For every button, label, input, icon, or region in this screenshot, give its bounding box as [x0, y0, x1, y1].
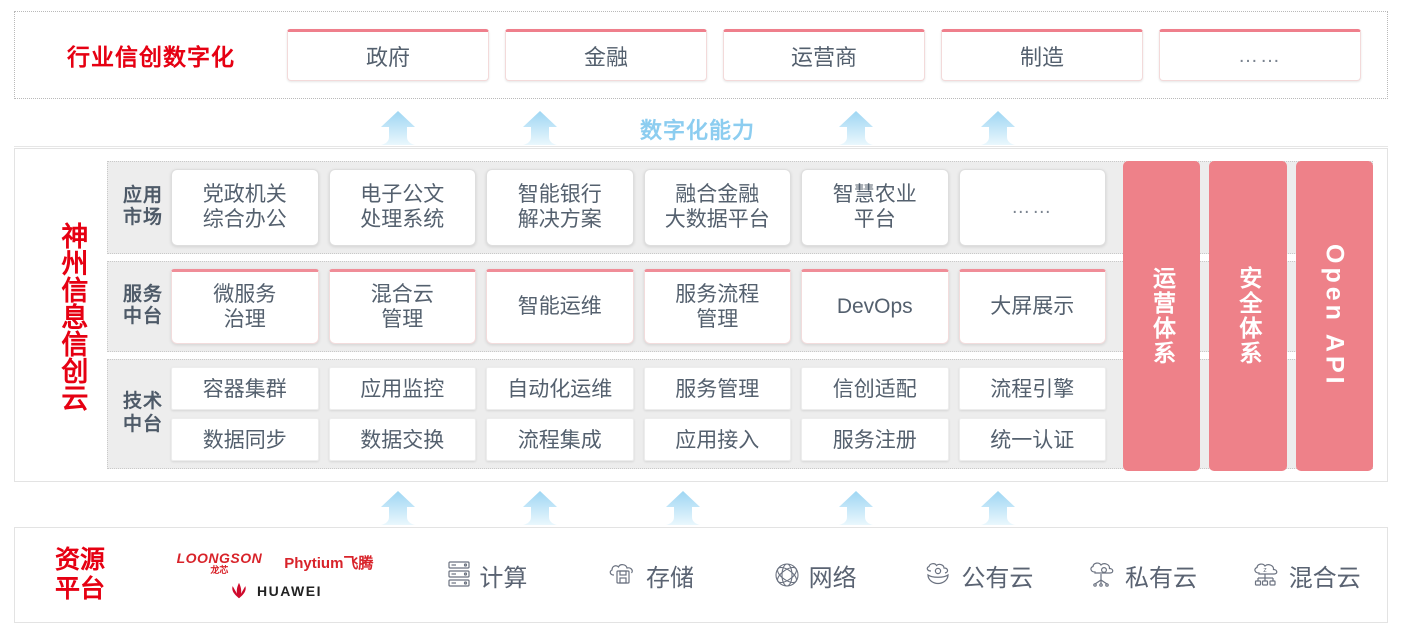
network-icon: [772, 560, 802, 590]
industry-box-list: 政府 金融 运营商 制造 ……: [287, 29, 1387, 81]
resource-item-storage[interactable]: 存储: [569, 558, 733, 593]
cell-service-registry[interactable]: 服务注册: [801, 417, 949, 461]
huawei-logo-text: HUAWEI: [257, 582, 322, 599]
cell-smart-agriculture-platform[interactable]: 智慧农业平台: [801, 169, 949, 246]
cloud-storage-icon: [607, 561, 639, 589]
resource-item-label: 公有云: [961, 564, 1034, 592]
capability-arrow-2: [517, 110, 563, 146]
capability-divider: [14, 146, 1388, 147]
cell-automated-ops[interactable]: 自动化运维: [486, 366, 634, 410]
capability-arrow-1: [375, 110, 421, 146]
cell-microservice-governance[interactable]: 微服务治理: [171, 268, 319, 344]
capability-arrow-3: [833, 110, 879, 146]
resource-item-compute[interactable]: 计算: [405, 558, 569, 593]
cell-process-engine[interactable]: 流程引擎: [958, 366, 1106, 410]
server-icon: [446, 560, 472, 590]
public-cloud-icon: [922, 562, 954, 588]
resource-item-public-cloud[interactable]: 公有云: [896, 558, 1060, 593]
industry-box-finance[interactable]: 金融: [505, 29, 707, 81]
cell-data-sync[interactable]: 数据同步: [171, 417, 319, 461]
cell-unified-authentication[interactable]: 统一认证: [958, 417, 1106, 461]
cell-intelligent-ops[interactable]: 智能运维: [486, 268, 634, 344]
capability-arrow-4: [975, 110, 1021, 146]
hybrid-cloud-icon: z: [1250, 561, 1282, 589]
phytium-logo: Phytium飞腾: [284, 555, 374, 572]
cell-smart-bank-solution[interactable]: 智能银行解决方案: [486, 169, 634, 246]
industry-box-manufacturing[interactable]: 制造: [941, 29, 1143, 81]
band-label-service-platform: 服务中台: [122, 283, 163, 328]
resource-panel-title: 资源平台: [54, 546, 105, 603]
resource-item-hybrid-cloud[interactable]: z 混合云: [1223, 558, 1387, 593]
technology-row-1: 容器集群 应用监控 自动化运维 服务管理 信创适配 流程引擎: [171, 366, 1106, 410]
resource-arrow-3: [660, 490, 706, 526]
resource-item-private-cloud[interactable]: 私有云: [1060, 558, 1224, 593]
resource-item-label: 计算: [479, 564, 528, 592]
pillar-open-api[interactable]: Open API: [1295, 161, 1373, 471]
industry-box-more[interactable]: ……: [1159, 29, 1361, 81]
resource-arrow-4: [833, 490, 879, 526]
resource-item-label: 存储: [646, 564, 694, 592]
cell-edoc-system[interactable]: 电子公文处理系统: [328, 169, 476, 246]
cell-application-access[interactable]: 应用接入: [643, 417, 791, 461]
cell-large-screen-display[interactable]: 大屏展示: [958, 268, 1106, 344]
cell-party-gov-office[interactable]: 党政机关综合办公: [171, 169, 319, 246]
resource-arrow-1: [375, 490, 421, 526]
cell-service-management[interactable]: 服务管理: [643, 366, 791, 410]
loongson-logo-en: LOONGSON: [176, 549, 263, 566]
resource-item-label: 网络: [808, 564, 857, 592]
application-market-cells: 党政机关综合办公 电子公文处理系统 智能银行解决方案 融合金融大数据平台 智慧农…: [171, 169, 1364, 246]
resource-item-list: 计算 存储: [405, 558, 1387, 593]
svg-text:z: z: [1263, 567, 1267, 574]
resource-item-label: 私有云: [1125, 564, 1198, 592]
technology-row-2: 数据同步 数据交换 流程集成 应用接入 服务注册 统一认证: [171, 417, 1106, 461]
pillar-list: 运营体系 安全体系 Open API: [1123, 161, 1373, 471]
service-platform-cells: 微服务治理 混合云管理 智能运维 服务流程管理 DevOps 大屏展示: [171, 268, 1364, 344]
resource-arrow-5: [975, 490, 1021, 526]
resource-item-label: 混合云: [1288, 564, 1361, 592]
industry-band-title: 行业信创数字化: [67, 44, 235, 70]
cell-hybrid-cloud-management[interactable]: 混合云管理: [328, 268, 476, 344]
cell-xinchuang-adaptation[interactable]: 信创适配: [801, 366, 949, 410]
pillar-security-system[interactable]: 安全体系: [1209, 161, 1287, 471]
technology-platform-cells: 容器集群 应用监控 自动化运维 服务管理 信创适配 流程引擎 数据同步 数据交换…: [171, 366, 1364, 461]
resource-panel: 资源平台 LOONGSON 龙芯 Phytium飞腾: [14, 527, 1388, 623]
industry-box-telecom[interactable]: 运营商: [723, 29, 925, 81]
cell-application-monitoring[interactable]: 应用监控: [328, 366, 476, 410]
band-label-application-market: 应用市场: [122, 184, 163, 229]
loongson-logo: LOONGSON 龙芯: [177, 551, 263, 575]
huawei-logo: HUAWEI: [228, 582, 322, 600]
vendor-logo-list: LOONGSON 龙芯 Phytium飞腾 HUAWEI: [145, 551, 405, 600]
huawei-flower-icon: [228, 582, 250, 600]
cell-application-more[interactable]: ……: [958, 169, 1106, 246]
cloud-panel-title: 神州信息信创云: [57, 221, 88, 411]
resource-arrow-2: [517, 490, 563, 526]
cell-container-cluster[interactable]: 容器集群: [171, 366, 319, 410]
capability-label: 数字化能力: [640, 118, 756, 143]
cell-data-exchange[interactable]: 数据交换: [328, 417, 476, 461]
vendor-row-1: LOONGSON 龙芯 Phytium飞腾: [177, 551, 374, 575]
cell-devops[interactable]: DevOps: [801, 268, 949, 344]
vendor-row-2: HUAWEI: [228, 582, 322, 600]
cell-finance-bigdata-platform[interactable]: 融合金融大数据平台: [643, 169, 791, 246]
resource-item-network[interactable]: 网络: [732, 558, 896, 593]
cloud-panel: 神州信息信创云 应用市场 党政机关综合办公 电子公文处理系统 智能银行解决方案 …: [14, 148, 1388, 482]
private-cloud-icon: [1086, 561, 1118, 589]
industry-band: 行业信创数字化 政府 金融 运营商 制造 ……: [14, 11, 1388, 99]
cell-service-process-management[interactable]: 服务流程管理: [643, 268, 791, 344]
industry-box-government[interactable]: 政府: [287, 29, 489, 81]
band-label-technology-platform: 技术中台: [122, 391, 163, 435]
cell-process-integration[interactable]: 流程集成: [486, 417, 634, 461]
loongson-logo-cn: 龙芯: [210, 564, 229, 575]
pillar-operations-system[interactable]: 运营体系: [1123, 161, 1201, 471]
